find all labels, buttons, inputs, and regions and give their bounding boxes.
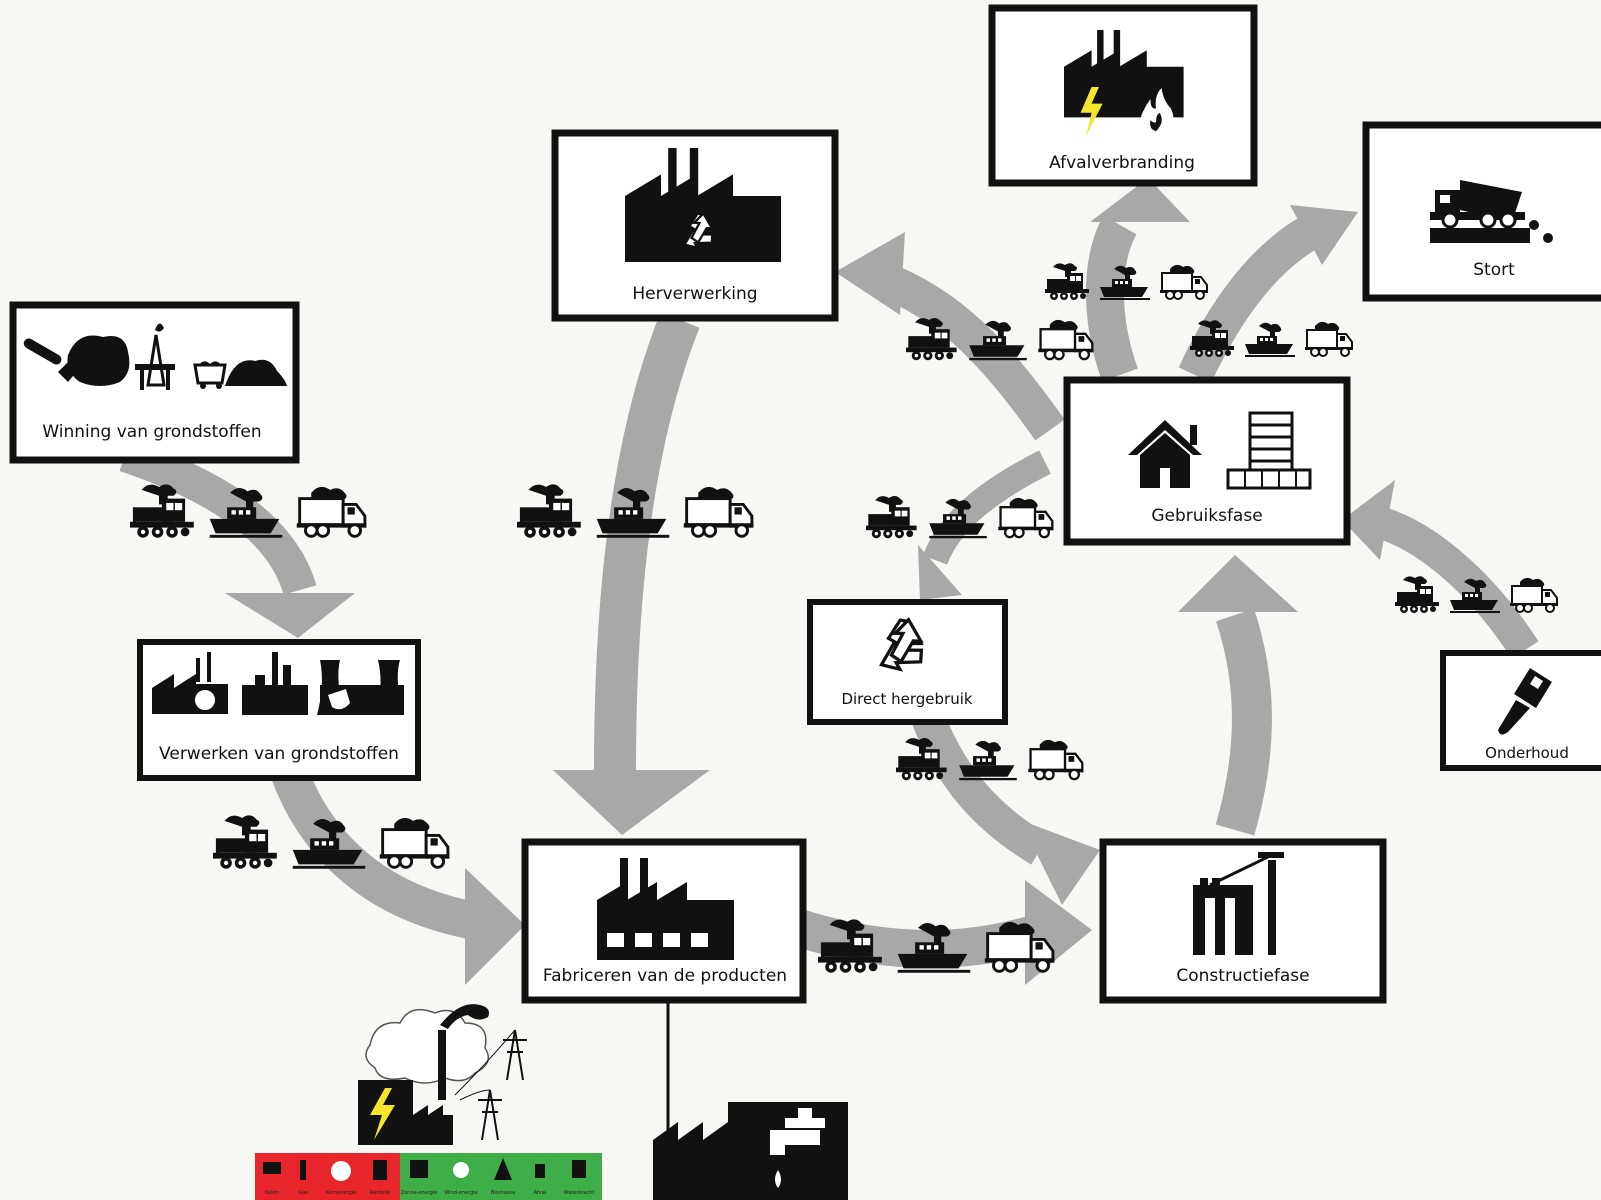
node-gebruiksfase-label: Gebruiksfase — [1151, 506, 1262, 526]
energy-source-label: Zonne-energie — [401, 1190, 438, 1196]
arrow-hergebruik-to-constructie — [908, 704, 1049, 865]
coal-cart-icon — [263, 1162, 281, 1174]
energy-source-label: Kernenergie — [326, 1190, 356, 1196]
truck-icon — [997, 496, 1055, 539]
ship-icon — [1245, 322, 1295, 357]
transport-gebruik-hergebruik — [866, 495, 1055, 539]
node-direct-hergebruik-label: Direct hergebruik — [841, 690, 972, 708]
truck-icon — [682, 485, 755, 538]
node-verwerken: Verwerken van grondstoffen — [137, 639, 421, 781]
water-factory-icon — [653, 1102, 848, 1200]
node-fabriceren: Fabriceren van de producten — [521, 838, 807, 1004]
power-plant: Kolen Gas Kernenergie Aardolie Zonne-energie… — [255, 1004, 602, 1200]
power-pylon-icon — [454, 1029, 527, 1141]
transport-winning-verwerken — [130, 484, 368, 538]
oil-rig-icon — [135, 323, 175, 390]
train-icon — [517, 484, 581, 538]
node-afvalverbranding: Afvalverbranding — [988, 4, 1258, 187]
office-building-icon — [1226, 411, 1312, 490]
energy-source-label: Biomassa — [491, 1190, 515, 1196]
energy-sources-strip: Kolen Gas Kernenergie Aardolie Zonne-energie… — [255, 1153, 602, 1200]
train-icon — [213, 815, 277, 869]
truck-icon — [1509, 576, 1559, 613]
node-constructiefase: Constructiefase — [1099, 838, 1387, 1004]
node-onderhoud: Onderhoud — [1440, 650, 1601, 771]
node-onderhoud-label: Onderhoud — [1485, 744, 1569, 762]
arrow-herverwerking-to-fabriceren — [594, 312, 700, 771]
energy-source-label: Aardolie — [370, 1190, 391, 1196]
refinery-icon — [242, 652, 308, 715]
truck-icon — [1159, 263, 1209, 300]
water-dam-icon — [572, 1160, 586, 1178]
train-icon — [866, 495, 917, 539]
energy-source-label: Waterkracht — [564, 1190, 595, 1196]
transport-herverwerking-fabriceren — [517, 484, 755, 538]
construction-crane-icon — [1193, 852, 1284, 955]
smelter-icon — [317, 660, 404, 715]
node-direct-hergebruik: Direct hergebruik — [807, 599, 1008, 725]
transport-verwerken-fabriceren — [213, 815, 451, 869]
transport-gebruik-herverwerking — [906, 317, 1095, 361]
transport-onderhoud-gebruik — [1395, 576, 1559, 613]
energy-source-label: Wind-energie — [444, 1190, 477, 1196]
transport-hergebruik-constructie — [896, 737, 1085, 781]
lightning-bolt-icon — [370, 1088, 395, 1140]
node-herverwerking-label: Herverwerking — [632, 284, 757, 304]
node-winning: Winning van grondstoffen — [9, 301, 300, 464]
smoke-cloud-icon — [365, 1008, 490, 1084]
truck-icon — [1027, 738, 1085, 781]
transport-gebruik-afval — [1045, 263, 1209, 300]
flow-arrows — [119, 215, 1539, 968]
truck-icon — [378, 816, 451, 869]
energy-source-label: Gas — [298, 1190, 308, 1196]
arrow-gebruik-to-hergebruik — [922, 450, 1051, 566]
node-afvalverbranding-label: Afvalverbranding — [1049, 153, 1195, 173]
train-icon — [1395, 576, 1439, 613]
mine-cart-icon — [193, 359, 287, 389]
paint-brush-icon — [1498, 668, 1552, 735]
arrow-winning-to-verwerken — [119, 438, 317, 596]
ship-icon — [596, 488, 670, 538]
gas-bottle-icon — [300, 1160, 306, 1180]
truck-icon — [1304, 320, 1354, 357]
truck-icon — [1037, 318, 1095, 361]
factory-icon — [597, 858, 734, 960]
arrow-heads — [225, 178, 1395, 985]
node-stort: Stort — [1362, 121, 1601, 302]
truck-icon — [295, 485, 368, 538]
arrow-onderhoud-to-gebruik — [1366, 504, 1539, 659]
node-fabriceren-label: Fabriceren van de producten — [543, 966, 787, 986]
tree-icon — [494, 1158, 512, 1180]
energy-source-labels: Kolen Gas Kernenergie Aardolie Zonne-energie… — [265, 1190, 594, 1196]
transport-fabriceren-constructie — [818, 919, 1056, 973]
house-icon — [1128, 420, 1202, 488]
train-icon — [1045, 263, 1089, 300]
arrow-constructie-to-gebruik — [1215, 608, 1272, 836]
oil-barrel-icon — [373, 1160, 387, 1180]
node-herverwerking: Herverwerking — [551, 129, 839, 322]
ore-pile-icon — [67, 335, 130, 386]
wind-turbine-icon — [453, 1162, 469, 1178]
fire-icon — [1141, 87, 1174, 136]
solar-panel-icon — [410, 1160, 428, 1178]
lightning-bolt-icon — [1080, 87, 1103, 136]
energy-source-label: Afval — [534, 1190, 546, 1196]
dump-truck-icon — [1430, 180, 1553, 243]
energy-source-label: Kolen — [265, 1190, 279, 1196]
node-gebruiksfase: Gebruiksfase — [1063, 376, 1351, 546]
sawmill-factory-icon — [152, 652, 228, 714]
waste-icon — [535, 1164, 545, 1178]
nuclear-icon — [331, 1161, 351, 1181]
node-constructiefase-label: Constructiefase — [1176, 966, 1309, 986]
node-winning-label: Winning van grondstoffen — [42, 422, 261, 442]
node-verwerken-label: Verwerken van grondstoffen — [159, 744, 399, 764]
incinerator-factory-icon — [1064, 30, 1184, 136]
node-stort-label: Stort — [1473, 260, 1515, 280]
water-tap-icon — [770, 1108, 825, 1188]
